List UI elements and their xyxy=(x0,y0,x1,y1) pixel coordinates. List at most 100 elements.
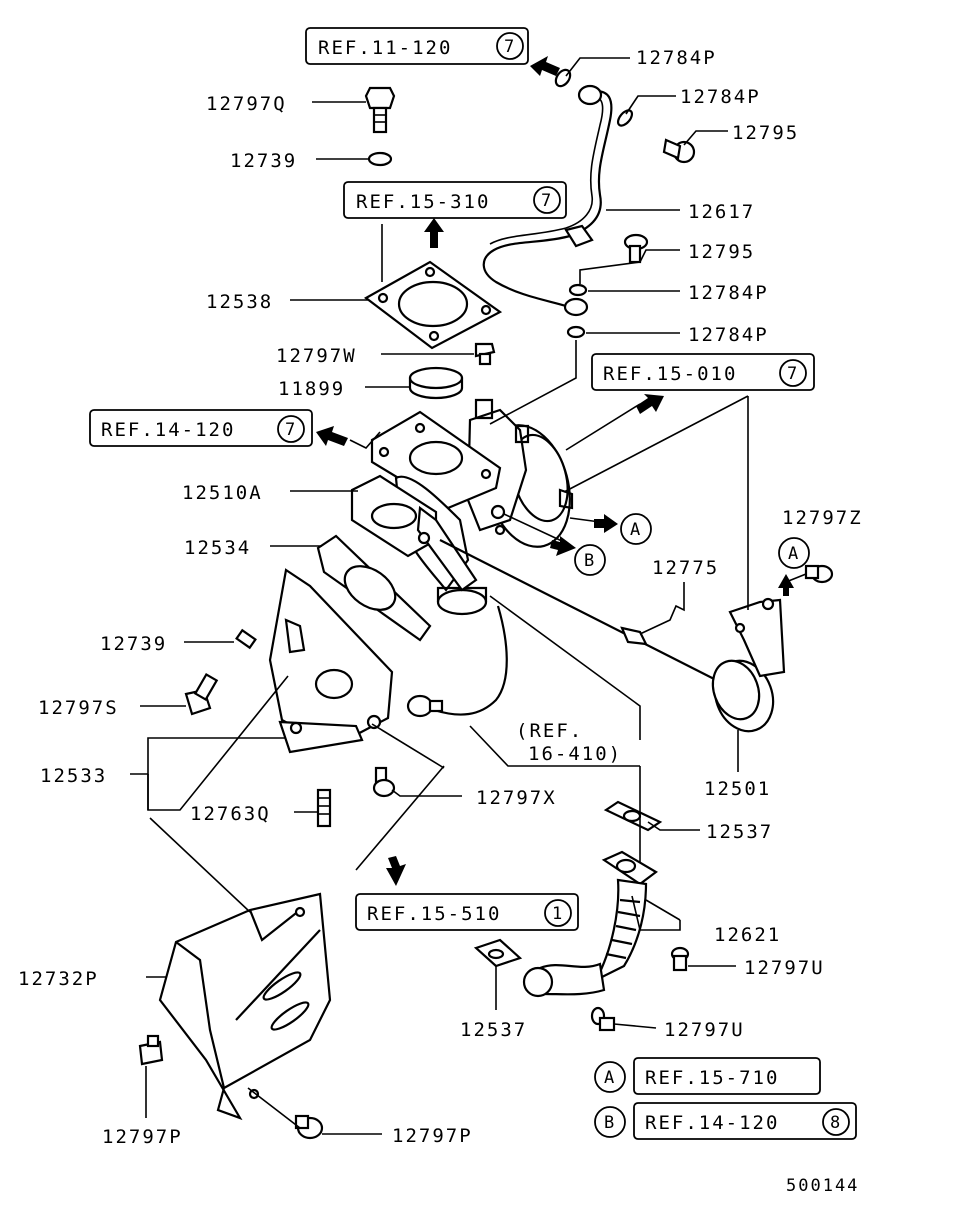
marker-b-turbo: B xyxy=(574,544,606,576)
ref-box-15-710: A REF.15-710 xyxy=(594,1057,821,1095)
leader-lines xyxy=(130,57,807,1135)
bolt-12797W xyxy=(474,342,496,366)
svg-text:A: A xyxy=(788,544,798,564)
label-12797Q: 12797Q xyxy=(206,93,287,115)
hose-connector xyxy=(406,694,444,718)
marker-a-actuator: A xyxy=(778,537,810,569)
eye-bolt-12795-a xyxy=(662,138,696,164)
ref-box-11-120: REF.11-120 7 xyxy=(305,27,529,65)
pipe-banjo-top xyxy=(577,84,603,106)
exhaust-housing-12533 xyxy=(268,568,394,754)
turbocharger-body xyxy=(350,398,574,616)
label-12621: 12621 xyxy=(714,924,781,946)
ref-box-15-310: REF.15-310 7 xyxy=(343,181,567,219)
oil-feed-pipe-inner xyxy=(489,97,604,245)
ref-box-15-010: REF.15-010 7 xyxy=(591,353,815,391)
ref-15-510-text: REF.15-510 xyxy=(367,903,501,925)
inline-ref-line2: 16-410) xyxy=(528,743,622,765)
washer-12784P-b xyxy=(616,109,634,127)
ref-box-14-120-top: REF.14-120 7 xyxy=(89,409,313,447)
label-12739-b: 12739 xyxy=(100,633,167,655)
bolt-12797P-b xyxy=(294,1114,324,1140)
ref-14-120-top-circle: 7 xyxy=(285,420,295,440)
label-12797W: 12797W xyxy=(276,345,357,367)
bolt-12797S xyxy=(184,672,219,716)
arrow-to-ref-15-010 xyxy=(636,394,664,414)
label-12732P: 12732P xyxy=(18,968,99,990)
marker-a-turbo: A xyxy=(620,513,652,545)
arrow-to-ref-11-120 xyxy=(530,56,560,76)
bolt-12797U-a xyxy=(670,946,690,972)
bolt-12797Q xyxy=(364,86,396,134)
label-12797U-b: 12797U xyxy=(664,1019,745,1041)
washer-12784P-c xyxy=(568,283,588,297)
ref-11-120-circle: 7 xyxy=(504,37,514,57)
label-12797U-a: 12797U xyxy=(744,957,825,979)
ref-15-010-circle: 7 xyxy=(787,364,797,384)
label-11899: 11899 xyxy=(278,378,345,400)
ref-14-120-top-text: REF.14-120 xyxy=(101,419,235,441)
washer-12784P-a xyxy=(554,68,572,88)
label-12510A: 12510A xyxy=(182,482,263,504)
bolt-12797U-b xyxy=(590,1006,616,1032)
vacuum-hose xyxy=(433,605,508,716)
label-12784P-d: 12784P xyxy=(688,324,769,346)
pipe-bracket xyxy=(564,224,594,248)
label-12784P-b: 12784P xyxy=(680,86,761,108)
stud-12763Q xyxy=(316,788,332,828)
arrow-to-ref-15-510 xyxy=(386,856,406,886)
label-12537-a: 12537 xyxy=(706,821,773,843)
heat-shield-12732P xyxy=(158,892,332,1121)
label-12775: 12775 xyxy=(652,557,719,579)
label-12534: 12534 xyxy=(184,537,251,559)
gasket-12537-b xyxy=(473,938,523,968)
ref-14-120-bottom-text: REF.14-120 xyxy=(645,1112,779,1134)
label-12795-b: 12795 xyxy=(688,241,755,263)
bolt-12797P-a xyxy=(138,1034,164,1066)
ref-15-310-text: REF.15-310 xyxy=(356,191,490,213)
label-12797Z: 12797Z xyxy=(782,507,863,529)
actuator-rod-12775 xyxy=(439,539,725,685)
bolt-12797Z xyxy=(804,564,834,584)
svg-text:A: A xyxy=(630,520,640,540)
label-12533: 12533 xyxy=(40,765,107,787)
ref-15-710-text: REF.15-710 xyxy=(645,1067,779,1089)
label-12784P-c: 12784P xyxy=(688,282,769,304)
svg-text:B: B xyxy=(584,551,594,571)
ref-box-14-120-bottom: B REF.14-120 8 xyxy=(594,1102,857,1140)
ref-11-120-text: REF.11-120 xyxy=(318,37,452,59)
flow-arrows xyxy=(316,56,794,886)
part-number-labels: 12784P 12784P 12795 12617 12795 12784P 1… xyxy=(18,47,863,1148)
wastegate-actuator-12501 xyxy=(711,597,786,733)
arrow-to-ref-14-120-top xyxy=(316,426,348,446)
marker-b-bottom: B xyxy=(604,1113,614,1133)
drawing-number: 500144 xyxy=(786,1176,859,1196)
gasket-12537-a xyxy=(603,800,663,832)
spring-12739-b xyxy=(235,628,257,650)
part-illustrations xyxy=(138,68,834,1140)
ref-15-310-circle: 7 xyxy=(541,191,551,211)
label-12763Q: 12763Q xyxy=(190,803,271,825)
arrow-up-to-a xyxy=(778,574,794,596)
bolt-12797X xyxy=(372,766,396,798)
ref-box-15-510: REF.15-510 1 xyxy=(355,893,579,931)
arrow-to-ref-15-310 xyxy=(424,218,444,248)
label-12739-a: 12739 xyxy=(230,150,297,172)
label-12538: 12538 xyxy=(206,291,273,313)
inline-ref-line1: (REF. xyxy=(516,720,583,742)
eye-bolt-12795-b xyxy=(623,233,649,264)
ref-15-510-circle: 1 xyxy=(552,904,562,924)
label-12797P-b: 12797P xyxy=(392,1125,473,1147)
label-12617: 12617 xyxy=(688,201,755,223)
gasket-12538 xyxy=(363,260,503,350)
label-12795-a: 12795 xyxy=(732,122,799,144)
ref-15-010-text: REF.15-010 xyxy=(603,363,737,385)
arrow-to-marker-a xyxy=(594,514,618,533)
washer-12739-a xyxy=(367,151,393,167)
arrow-to-marker-b xyxy=(550,536,576,556)
label-12797X: 12797X xyxy=(476,787,557,809)
label-12537-b: 12537 xyxy=(460,1019,527,1041)
gasket-12534 xyxy=(316,534,432,642)
marker-a-bottom: A xyxy=(604,1068,614,1088)
